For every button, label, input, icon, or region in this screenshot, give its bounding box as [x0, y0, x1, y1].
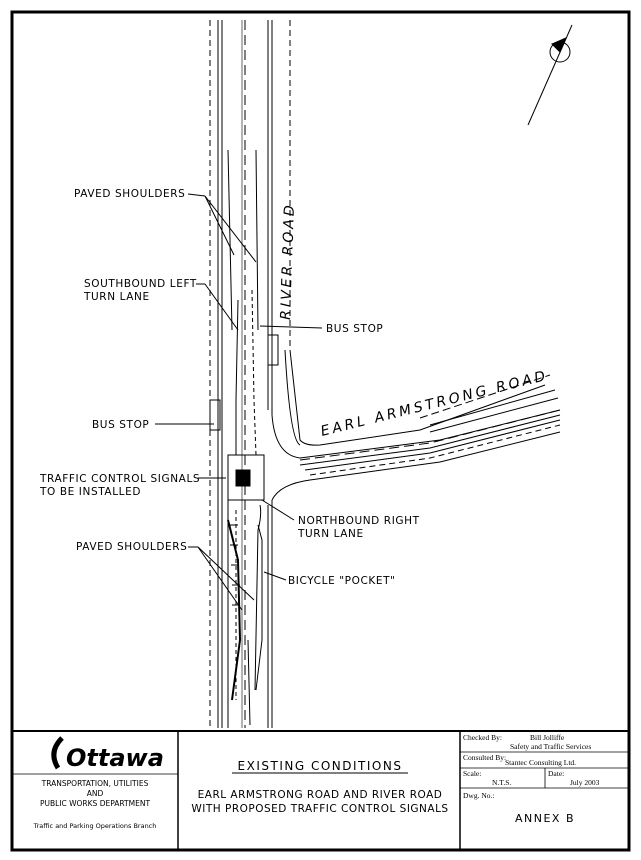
drawing-title: EXISTING CONDITIONS	[238, 759, 403, 773]
north-arrow-icon	[527, 24, 573, 126]
branch-name: Traffic and Parking Operations Branch	[33, 822, 157, 830]
sheet-border	[10, 10, 631, 852]
date-label: Date:	[548, 769, 564, 778]
traffic-signals-label-1: TRAFFIC CONTROL SIGNALS	[39, 473, 200, 485]
scale-value: N.T.S.	[492, 778, 511, 787]
date-value: July 2003	[570, 778, 600, 787]
checked-by-name: Bill Jolliffe	[530, 733, 565, 742]
paved-shoulders-top-label: PAVED SHOULDERS	[74, 188, 185, 200]
ottawa-logo-text: Ottawa	[66, 744, 164, 772]
northbound-right-label-2: TURN LANE	[297, 528, 364, 540]
bicycle-pocket-label: BICYCLE "POCKET"	[288, 575, 396, 587]
traffic-signals-label-2: TO BE INSTALLED	[39, 486, 141, 498]
checked-by-dept: Safety and Traffic Services	[510, 742, 591, 751]
consulted-by-label: Consulted By:	[463, 753, 506, 762]
title-block	[12, 730, 629, 850]
department-line-3: PUBLIC WORKS DEPARTMENT	[40, 799, 151, 808]
drawing-subtitle-1: EARL ARMSTRONG ROAD AND RIVER ROAD	[198, 789, 443, 801]
department-line-1: TRANSPORTATION, UTILITIES	[41, 779, 149, 788]
dwg-no-label: Dwg. No.:	[463, 791, 494, 800]
annex-label: ANNEX B	[515, 812, 575, 825]
southbound-left-label-1: SOUTHBOUND LEFT	[84, 278, 197, 290]
site-plan	[209, 20, 561, 728]
bus-stop-right-label: BUS STOP	[326, 323, 383, 335]
scale-label: Scale:	[463, 769, 481, 778]
southbound-left-label-2: TURN LANE	[83, 291, 150, 303]
drawing-subtitle-2: WITH PROPOSED TRAFFIC CONTROL SIGNALS	[191, 803, 448, 815]
paved-shoulders-bottom-label: PAVED SHOULDERS	[76, 541, 187, 553]
river-road-label: RIVER ROAD	[278, 202, 298, 320]
checked-by-label: Checked By:	[463, 733, 502, 742]
northbound-right-label-1: NORTHBOUND RIGHT	[298, 515, 420, 527]
department-line-2: AND	[87, 789, 104, 798]
callouts	[155, 193, 323, 611]
bus-stop-left-label: BUS STOP	[92, 419, 149, 431]
consulted-by-name: Stantec Consulting Ltd.	[505, 758, 576, 767]
ottawa-logo: Ottawa	[51, 736, 164, 772]
earl-armstrong-road-label: EARL ARMSTRONG ROAD	[319, 368, 550, 440]
